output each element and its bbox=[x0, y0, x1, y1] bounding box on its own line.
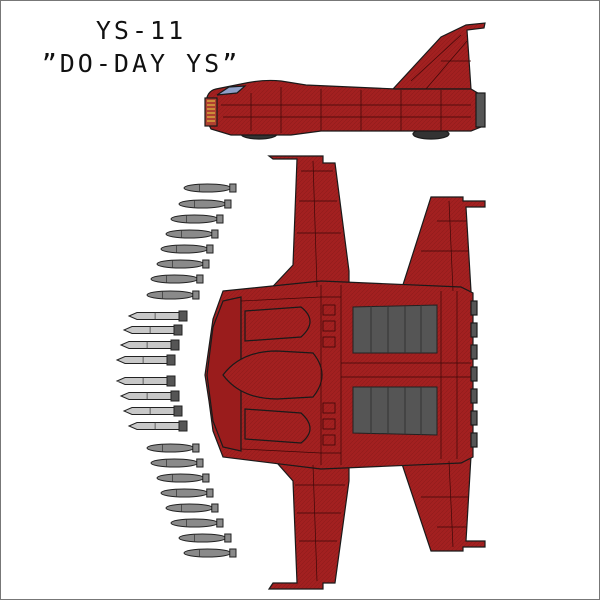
thruster-block-lower bbox=[352, 386, 438, 436]
bomb-lower-5 bbox=[165, 503, 219, 513]
bomb-upper-4 bbox=[165, 229, 219, 239]
designation-title: YS-11 bbox=[95, 16, 187, 45]
cockpit-pod-center bbox=[222, 350, 323, 400]
missile-6 bbox=[119, 390, 180, 402]
ordnance-stores bbox=[115, 183, 237, 558]
side-tail-fin bbox=[391, 22, 486, 90]
cockpit-pod-lower bbox=[244, 408, 311, 444]
bomb-lower-4 bbox=[160, 488, 214, 498]
bomb-upper-5 bbox=[160, 244, 214, 254]
bomb-lower-6 bbox=[170, 518, 224, 528]
hatches bbox=[322, 304, 336, 446]
side-canopy bbox=[216, 85, 247, 96]
bomb-lower-8 bbox=[183, 548, 237, 558]
missile-5 bbox=[115, 375, 176, 387]
missile-7 bbox=[122, 405, 183, 417]
top-view bbox=[204, 155, 486, 590]
cockpit-pod-upper bbox=[244, 306, 311, 342]
missile-4 bbox=[115, 354, 176, 366]
bomb-upper-6 bbox=[156, 259, 210, 269]
nickname-title: ”DO-DAY YS” bbox=[41, 49, 241, 78]
side-thruster bbox=[475, 92, 486, 128]
thruster-nubs bbox=[470, 300, 478, 448]
bomb-lower-3 bbox=[156, 473, 210, 483]
bomb-upper-7 bbox=[150, 274, 204, 284]
missile-8 bbox=[127, 420, 188, 432]
missile-1 bbox=[127, 310, 188, 322]
bomb-lower-7 bbox=[178, 533, 232, 543]
bomb-upper-8 bbox=[146, 290, 200, 300]
thruster-vanes bbox=[370, 305, 422, 435]
thruster-block-upper bbox=[352, 304, 438, 354]
bomb-lower-1 bbox=[146, 443, 200, 453]
bomb-upper-2 bbox=[178, 199, 232, 209]
side-hull bbox=[205, 79, 482, 136]
missile-2 bbox=[122, 324, 183, 336]
side-view bbox=[204, 22, 486, 140]
panel-lines bbox=[240, 160, 471, 582]
bomb-upper-3 bbox=[170, 214, 224, 224]
side-nose-grille bbox=[204, 97, 218, 127]
bomb-upper-1 bbox=[183, 183, 237, 193]
missile-3 bbox=[119, 339, 180, 351]
bomb-lower-2 bbox=[150, 458, 204, 468]
